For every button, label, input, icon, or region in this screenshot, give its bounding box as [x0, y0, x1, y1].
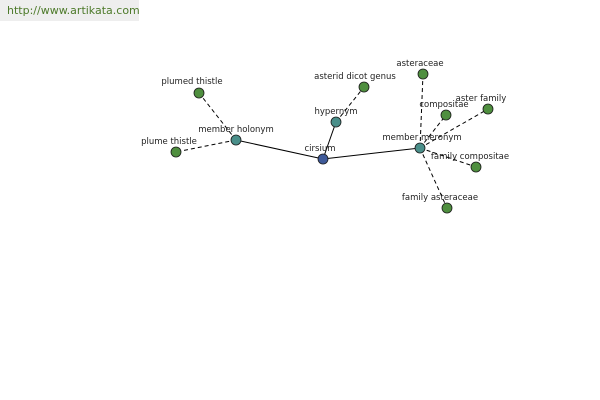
word-node-aster-family[interactable] [482, 103, 494, 115]
source-url-link[interactable]: http://www.artikata.com [7, 4, 140, 17]
word-label-asteraceae: asteraceae [396, 59, 443, 69]
edge-cirsium-member-holonym [235, 139, 324, 160]
center-label: cirsium [305, 144, 336, 154]
relation-node-hypernym[interactable] [330, 116, 342, 128]
word-label-asterid-dicot-genus: asterid dicot genus [314, 72, 396, 82]
word-node-family-asteraceae[interactable] [441, 202, 453, 214]
relation-label-member-holonym: member holonym [198, 125, 273, 135]
edge-member-meronym-family-asteraceae [419, 147, 448, 209]
edge-member-meronym-aster-family [419, 108, 489, 149]
center-node-cirsium[interactable] [317, 153, 329, 165]
edge-cirsium-member-meronym [322, 147, 421, 160]
word-label-family-asteraceae: family asteraceae [402, 193, 478, 203]
edge-cirsium-hypernym [322, 121, 337, 160]
source-url-bar: http://www.artikata.com [0, 0, 140, 21]
edge-member-meronym-asteraceae [419, 73, 424, 149]
graph-nodes [170, 68, 494, 214]
edge-member-holonym-plume-thistle [175, 139, 237, 153]
graph-labels: cirsium member holonym plumed thistle plume… [141, 59, 509, 203]
word-node-asterid-dicot-genus[interactable] [358, 81, 370, 93]
relation-node-member-meronym[interactable] [414, 142, 426, 154]
word-node-plumed-thistle[interactable] [193, 87, 205, 99]
relation-label-hypernym: hypernym [314, 107, 357, 117]
word-label-compositae: compositae [419, 100, 468, 110]
edge-member-meronym-family-compositae [419, 147, 477, 168]
word-label-aster-family: aster family [456, 94, 507, 104]
relation-node-member-holonym[interactable] [230, 134, 242, 146]
edge-member-meronym-compositae [419, 114, 447, 149]
edge-member-holonym-plumed-thistle [198, 92, 237, 141]
edge-hypernym-asterid-dicot-genus [335, 86, 365, 123]
word-node-plume-thistle[interactable] [170, 146, 182, 158]
word-node-asteraceae[interactable] [417, 68, 429, 80]
word-node-family-compositae[interactable] [470, 161, 482, 173]
relation-label-member-meronym: member meronym [382, 133, 461, 143]
word-label-plume-thistle: plume thistle [141, 137, 197, 147]
word-label-plumed-thistle: plumed thistle [161, 77, 222, 87]
word-node-compositae[interactable] [440, 109, 452, 121]
word-label-family-compositae: family compositae [431, 152, 509, 162]
graph-edges [175, 73, 489, 209]
